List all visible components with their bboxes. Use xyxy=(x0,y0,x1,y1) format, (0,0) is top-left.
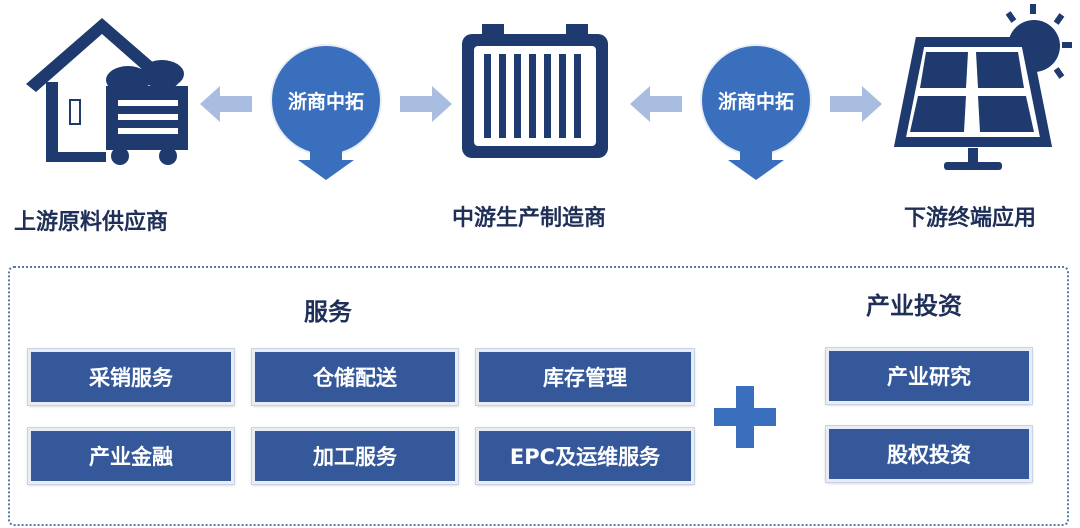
solar-panel-icon xyxy=(893,4,1072,170)
warehouse-truck-icon xyxy=(26,18,188,165)
hub-circle-1: 浙商中拓 xyxy=(272,46,380,154)
investment-title: 产业投资 xyxy=(866,292,962,320)
arrow-down-icon xyxy=(298,150,354,180)
midstream-label: 中游生产制造商 xyxy=(452,206,607,231)
investment-box: 产业研究 xyxy=(825,347,1033,405)
service-box: 产业金融 xyxy=(27,427,235,485)
service-box: 加工服务 xyxy=(251,427,459,485)
services-title: 服务 xyxy=(304,298,352,326)
services-panel xyxy=(8,266,1069,526)
upstream-label: 上游原料供应商 xyxy=(14,210,169,235)
hub-circle-2: 浙商中拓 xyxy=(702,46,810,154)
service-box: 库存管理 xyxy=(475,348,695,406)
service-box: 仓储配送 xyxy=(251,348,459,406)
investment-box: 股权投资 xyxy=(825,425,1033,483)
battery-cell-icon xyxy=(462,24,608,158)
downstream-label: 下游终端应用 xyxy=(904,206,1037,231)
service-box: EPC及运维服务 xyxy=(475,427,695,485)
service-box: 采销服务 xyxy=(27,348,235,406)
hub-label: 浙商中拓 xyxy=(287,90,364,113)
arrow-down-icon xyxy=(728,150,784,180)
arrow-right-icon xyxy=(400,86,452,122)
plus-icon xyxy=(714,386,776,448)
arrow-left-icon xyxy=(200,86,252,122)
hub-label: 浙商中拓 xyxy=(717,90,794,113)
arrow-right-icon xyxy=(830,86,882,122)
arrow-left-icon xyxy=(630,86,682,122)
